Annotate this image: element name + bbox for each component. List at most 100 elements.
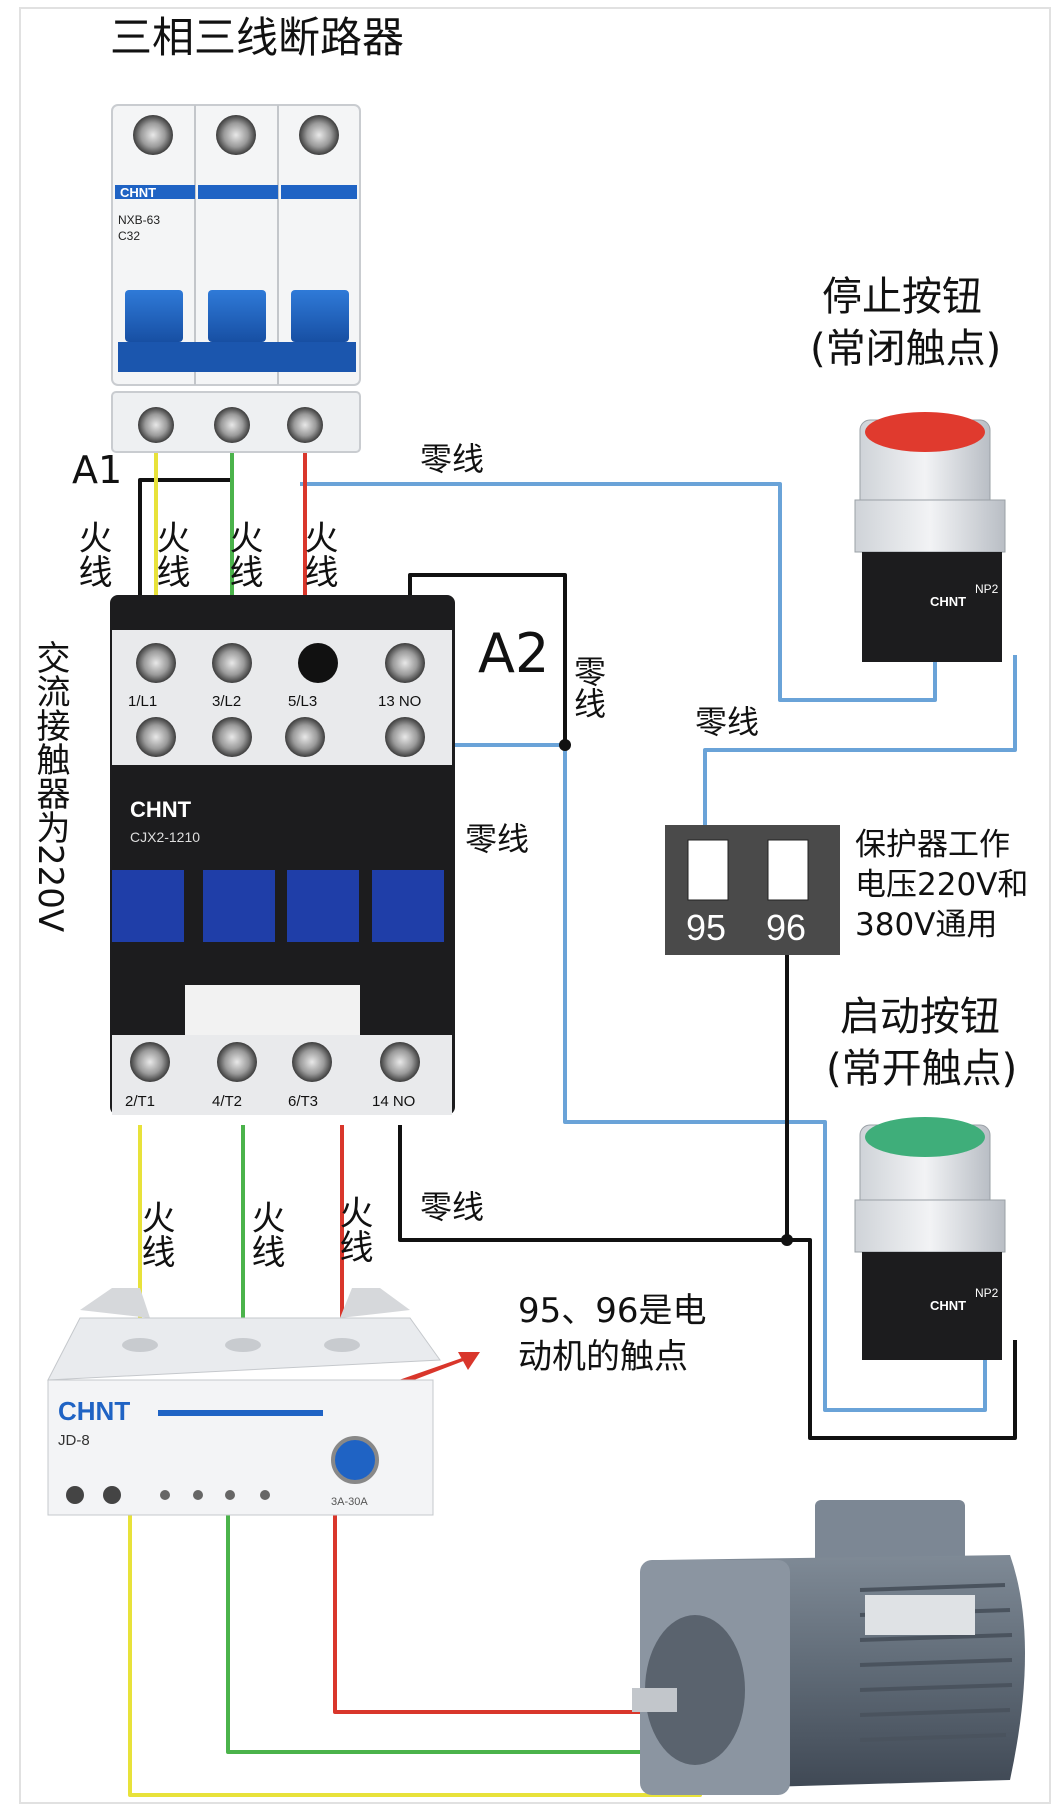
live-labels-bottom: 火线 火线 火线: [135, 1195, 373, 1268]
contactor-terminal-screw: [385, 717, 425, 757]
relay-model: JD-8: [58, 1432, 90, 1449]
start-button-contact: NP2: [975, 1286, 999, 1300]
breaker-bottom-screw: [138, 407, 174, 443]
neutral-label: 零线: [569, 655, 607, 719]
relay-indicator-led: [193, 1490, 203, 1500]
relay-terminal-95: [66, 1486, 84, 1504]
relay-adjust-knob: [331, 1436, 379, 1484]
motor-face: [645, 1615, 745, 1765]
terminal-95-label: 95: [686, 907, 726, 948]
a1-label: A1: [72, 448, 122, 492]
breaker-top-screw: [216, 115, 256, 155]
neutral-wire-protector: [703, 655, 1017, 835]
contactor-top-screw: [212, 643, 252, 683]
start-button-cap: [865, 1117, 985, 1157]
stop-button-brand: CHNT: [930, 594, 966, 609]
protector-note-line1: 保护器工作: [855, 827, 1010, 863]
motor-wire-red: [333, 1515, 680, 1714]
terminal-96-label: 96: [766, 907, 806, 948]
contactor-voltage-note: 交流接触器为220V: [30, 640, 70, 932]
breaker-model: NXB-63: [118, 213, 160, 227]
live-label: 火线: [150, 520, 190, 588]
terminal-label: 3/L2: [212, 693, 241, 710]
circuit-breaker: CHNT NXB-63 C32: [111, 104, 361, 453]
contactor-window: [203, 870, 275, 942]
relay-brand: CHNT: [58, 1396, 130, 1426]
contactor-brand: CHNT: [130, 797, 192, 822]
terminal-label: 14 NO: [372, 1093, 415, 1110]
breaker-top-screw: [133, 115, 173, 155]
motor-shaft: [632, 1688, 677, 1712]
contactor-terminal-screw: [212, 717, 252, 757]
control-wire-14no: [398, 1125, 787, 1242]
live-label: 火线: [298, 520, 338, 588]
a2-label: A2: [478, 622, 549, 685]
breaker-top-screw: [299, 115, 339, 155]
junction-dot-96: [781, 1234, 793, 1246]
relay-indicator-led: [225, 1490, 235, 1500]
contactor-bottom-screw: [130, 1042, 170, 1082]
live-label: 火线: [333, 1195, 373, 1263]
stop-button-device: CHNT NP2: [854, 412, 1006, 662]
motor-nameplate: [865, 1595, 975, 1635]
start-button-subtitle: (常开触点): [826, 1046, 1017, 1092]
breaker-bottom-screw: [287, 407, 323, 443]
stop-button-contact: NP2: [975, 582, 999, 596]
note-arrowhead: [458, 1352, 480, 1370]
live-label: 火线: [223, 520, 263, 588]
breaker-handle: [208, 290, 266, 342]
contactor-terminal-screw: [285, 717, 325, 757]
contactor-bottom-screw: [380, 1042, 420, 1082]
neutral-wire-stop: [300, 482, 937, 702]
contactor-bottom-screw: [217, 1042, 257, 1082]
contactor-terminal-screw: [136, 717, 176, 757]
contactor-window: [112, 870, 184, 942]
live-labels-top: 火线 火线 火线 火线: [72, 520, 338, 588]
stop-button-title: 停止按钮: [822, 274, 982, 320]
terminal-label: 2/T1: [125, 1093, 155, 1110]
terminal-label: 1/L1: [128, 693, 157, 710]
breaker-rating: C32: [118, 229, 140, 243]
contactor-window: [372, 870, 444, 942]
protector-note-line2: 电压220V和: [855, 867, 1028, 903]
motor-protector-relay: CHNT JD-8 3A-30A: [47, 1288, 441, 1516]
terminal-label: 5/L3: [288, 693, 317, 710]
relay-indicator-led: [160, 1490, 170, 1500]
live-label: 火线: [72, 520, 112, 588]
breaker-handle: [291, 290, 349, 342]
terminal-label: 13 NO: [378, 693, 421, 710]
protector-terminals: 95 96: [665, 825, 840, 955]
motor-wire-green: [226, 1515, 690, 1754]
terminal-label: 6/T3: [288, 1093, 318, 1110]
motor-terminal-box: [815, 1500, 965, 1570]
stop-button-subtitle: (常闭触点): [810, 326, 1001, 372]
diagram-title: 三相三线断路器: [110, 13, 404, 62]
contactor: 1/L1 3/L2 5/L3 13 NO CHNT CJX2-1210 2/T1…: [110, 595, 455, 1115]
neutral-label: 零线: [420, 1188, 484, 1226]
breaker-brand: CHNT: [120, 185, 156, 200]
stop-button-cap: [865, 412, 985, 452]
neutral-label: 零线: [420, 440, 484, 478]
relay-note-line1: 95、96是电: [518, 1291, 707, 1331]
protector-note-line3: 380V通用: [855, 907, 997, 943]
start-button-title: 启动按钮: [840, 994, 1000, 1040]
neutral-label: 零线: [695, 703, 759, 741]
control-wire-a1: [138, 478, 232, 640]
contactor-top-screw: [385, 643, 425, 683]
relay-indicator-led: [260, 1490, 270, 1500]
control-wire-start-return: [787, 1238, 1017, 1440]
relay-terminal-96: [103, 1486, 121, 1504]
start-button-device: CHNT NP2: [854, 1117, 1006, 1360]
contactor-window: [287, 870, 359, 942]
electric-motor: [632, 1500, 1025, 1795]
relay-note-line2: 动机的触点: [518, 1337, 688, 1377]
relay-range: 3A-30A: [331, 1496, 368, 1508]
breaker-handle: [125, 290, 183, 342]
breaker-bottom-screw: [214, 407, 250, 443]
frame-border: [19, 7, 1051, 1804]
contactor-top-screw: [298, 643, 338, 683]
contactor-bottom-screw: [292, 1042, 332, 1082]
start-button-brand: CHNT: [930, 1298, 966, 1313]
terminal-label: 4/T2: [212, 1093, 242, 1110]
